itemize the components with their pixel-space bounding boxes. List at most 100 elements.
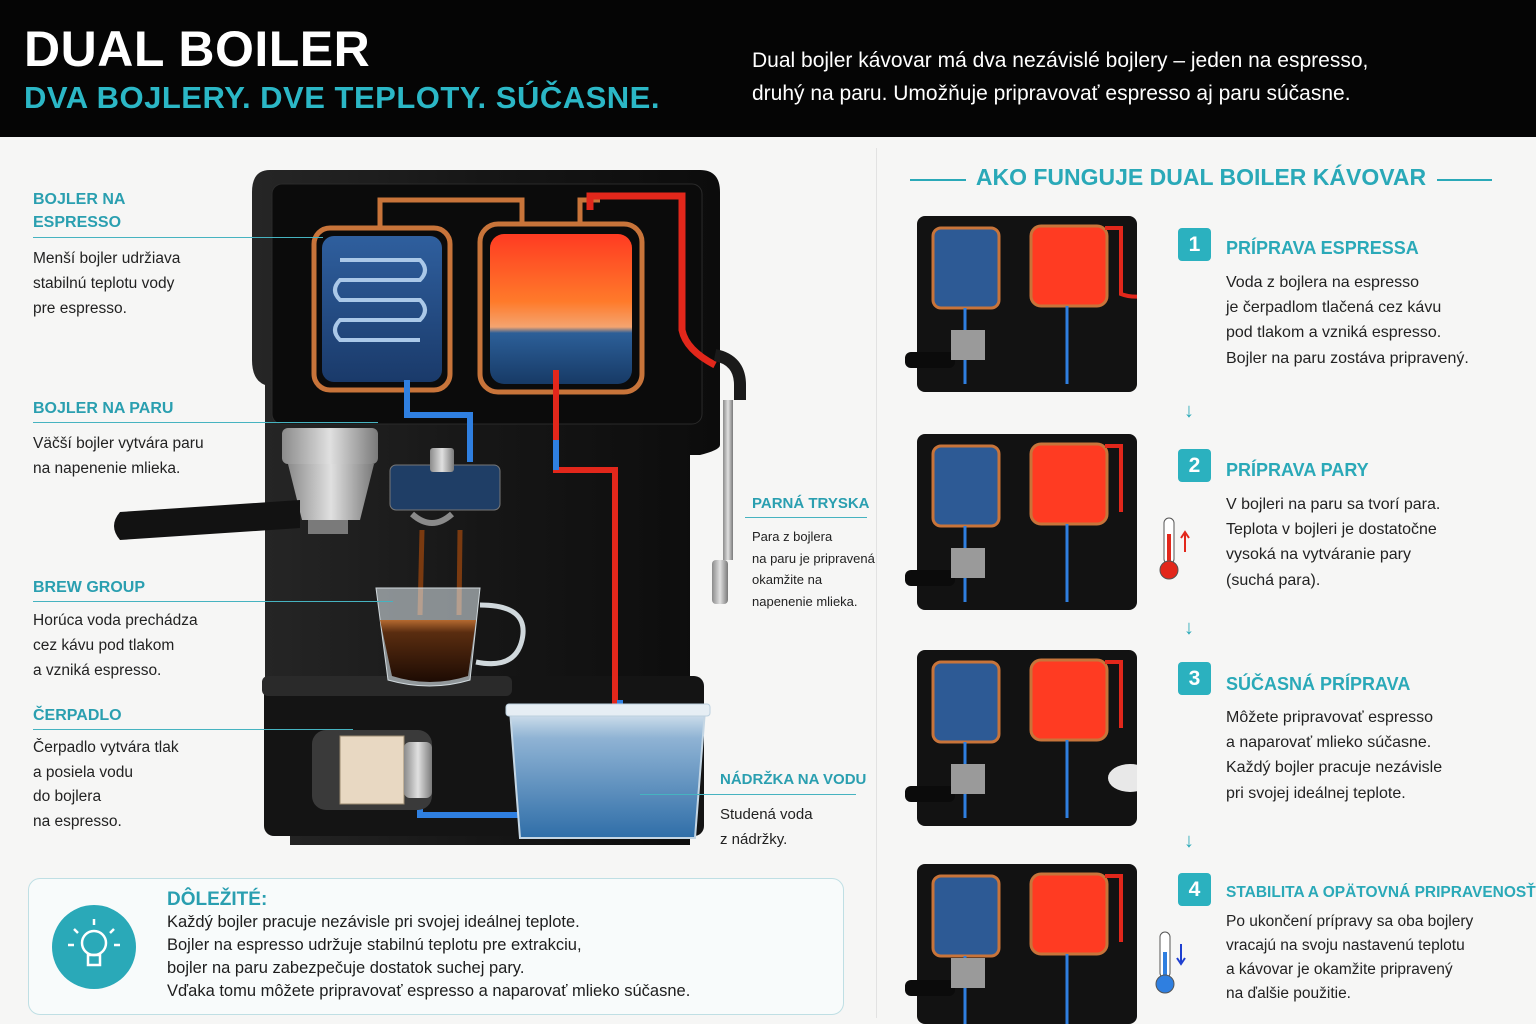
callout-brew-group-title: BREW GROUP (33, 579, 145, 596)
step-text-line: pod tlakom a vzniká espresso. (1226, 324, 1442, 342)
step-4-badge: 4 (1178, 873, 1211, 906)
callout-steam-boiler-text: Väčší bojler vytvára paru na napenenie m… (33, 431, 204, 481)
leader-line (33, 422, 378, 423)
step-3-thumbnail (905, 650, 1137, 826)
callout-brew-group-text: Horúca voda prechádza cez kávu pod tlako… (33, 608, 198, 683)
drip-tray (262, 676, 512, 696)
step-text-line: a kávovar je okamžite pripravený (1226, 961, 1453, 978)
step-arrow-down-icon: ↓ (1184, 830, 1194, 852)
header-description: Dual bojler kávovar má dva nezávislé boj… (752, 44, 1452, 110)
steam-feed-pipe (553, 370, 618, 705)
step-text-line: (suchá para). (1226, 571, 1321, 589)
important-note-box: DÔLEŽITÉ: Každý bojler pracuje nezávisle… (28, 878, 844, 1015)
callout-water-tank-title: NÁDRŽKA NA VODU (720, 771, 867, 788)
step-1-text: Voda z bojlera na espresso je čerpadlom … (1226, 270, 1516, 371)
callout-text-line: a vzniká espresso. (33, 662, 162, 679)
callout-steam-wand-text: Para z bojlera na paru je pripravená oka… (752, 526, 875, 612)
step-2-title: PRÍPRAVA PARY (1226, 460, 1369, 480)
step-text-line: Voda z bojlera na espresso (1226, 274, 1420, 291)
callout-title-line: ESPRESSO (33, 214, 122, 231)
callout-text-line: Čerpadlo vytvára tlak (33, 739, 179, 756)
step-text-line: Bojler na paru zostáva pripravený. (1226, 349, 1469, 367)
callout-text-line: stabilnú teplotu vody (33, 275, 175, 292)
callout-text-line: Para z bojlera (752, 529, 833, 544)
leader-line (33, 601, 393, 602)
callout-text-line: na napenenie mlieka. (33, 460, 181, 477)
steam-wand (723, 400, 733, 560)
callout-text-line: z nádržky. (720, 831, 788, 848)
step-3-title: SÚČASNÁ PRÍPRAVA (1226, 674, 1411, 694)
step-text-line: Môžete pripravovať espresso (1226, 709, 1433, 726)
steam-wand-tip (712, 560, 728, 604)
callout-text-line: cez kávu pod tlakom (33, 637, 175, 654)
group-head (282, 428, 378, 464)
step-text-line: vysoká na vytváranie pary (1226, 546, 1411, 564)
callout-steam-boiler-title: BOJLER NA PARU (33, 400, 174, 417)
thermometer-hot-icon (1159, 517, 1190, 580)
step-text-line: na ďalšie použitie. (1226, 985, 1351, 1002)
title-rule-left (910, 179, 966, 181)
page-title: DUAL BOILER (24, 21, 371, 77)
step-3-text: Môžete pripravovať espresso a naparovať … (1226, 705, 1516, 806)
column-divider (876, 148, 877, 1018)
water-tank (508, 709, 707, 839)
title-rule-right (1437, 179, 1492, 181)
header-description-line: Dual bojler kávovar má dva nezávislé boj… (752, 49, 1369, 72)
portafilter-spout-base (308, 520, 348, 534)
portafilter-basket (288, 464, 374, 520)
step-4-thumbnail (905, 864, 1137, 1024)
hot-steam-pipe (586, 192, 717, 369)
step-4-title: STABILITA A OPÄTOVNÁ PRIPRAVENOSŤ (1226, 884, 1536, 901)
lightbulb-icon (52, 905, 136, 989)
callout-text-line: Menší bojler udržiava (33, 250, 181, 267)
callout-espresso-boiler-title: BOJLER NA ESPRESSO (33, 188, 125, 234)
note-title: DÔLEŽITÉ: (167, 889, 268, 910)
note-line: Každý bojler pracuje nezávisle pri svoje… (167, 913, 580, 931)
dual-boiler-machine-diagram (114, 170, 746, 845)
callout-text-line: napenenie mlieka. (752, 593, 858, 609)
espresso-boiler (322, 236, 442, 382)
step-text-line: Každý bojler pracuje nezávisle (1226, 759, 1443, 777)
callout-espresso-boiler-text: Menší bojler udržiava stabilnú teplotu v… (33, 246, 180, 321)
step-text-line: pri svojej ideálnej teplote. (1226, 784, 1406, 802)
thermometer-cool-icon (1155, 931, 1186, 994)
heating-coil (333, 258, 427, 342)
step-3-badge: 3 (1178, 662, 1211, 695)
callout-text-line: okamžite na (752, 572, 823, 587)
callout-title-line: BOJLER NA (33, 191, 126, 208)
header-banner: DUAL BOILER DVA BOJLERY. DVE TEPLOTY. SÚ… (0, 0, 1536, 137)
steam-boiler (490, 234, 632, 384)
steam-wand-hose (713, 349, 746, 400)
step-2-badge: 2 (1178, 449, 1211, 482)
leader-line (745, 517, 867, 518)
step-text-line: je čerpadlom tlačená cez kávu (1226, 299, 1442, 317)
callout-steam-wand-title: PARNÁ TRYSKA (752, 495, 870, 512)
step-1-thumbnail (905, 216, 1137, 392)
callout-text-line: Studená voda (720, 806, 813, 823)
step-text-line: a naparovať mlieko súčasne. (1226, 734, 1432, 752)
cup-handle (475, 602, 526, 667)
step-2-thumbnail (905, 434, 1137, 610)
step-2-text: V bojleri na paru sa tvorí para. Teplota… (1226, 492, 1516, 593)
step-4-text: Po ukončení prípravy sa oba bojlery vrac… (1226, 910, 1516, 1006)
portafilter-handle (114, 500, 300, 540)
callout-text-line: Väčší bojler vytvára paru (33, 435, 204, 452)
callout-text-line: Horúca voda prechádza (33, 612, 198, 629)
brew-group-valve (430, 448, 454, 472)
step-1-title: PRÍPRAVA ESPRESSA (1226, 238, 1419, 258)
note-line: Vďaka tomu môžete pripravovať espresso a… (167, 982, 691, 1000)
note-line: bojler na paru zabezpečuje dostatok such… (167, 959, 525, 977)
cold-water-pipe (404, 380, 473, 462)
page-subtitle: DVA BOJLERY. DVE TEPLOTY. SÚČASNE. (24, 80, 660, 115)
leader-line (33, 729, 353, 730)
callout-pump-text: Čerpadlo vytvára tlak a posiela vodu do … (33, 736, 179, 834)
water-tank-rim (505, 703, 711, 717)
step-text-line: Po ukončení prípravy sa oba bojlery (1226, 913, 1474, 930)
portafilter-spout (409, 511, 455, 526)
header-description-line: druhý na paru. Umožňuje pripravovať espr… (752, 82, 1351, 105)
step-arrow-down-icon: ↓ (1184, 617, 1194, 639)
step-arrow-down-icon: ↓ (1184, 400, 1194, 422)
step-text-line: Teplota v bojleri je dostatočne (1226, 521, 1437, 539)
steam-boiler-frame (477, 221, 645, 395)
step-text-line: vracajú na svoju nastavenú teplotu (1226, 937, 1465, 954)
